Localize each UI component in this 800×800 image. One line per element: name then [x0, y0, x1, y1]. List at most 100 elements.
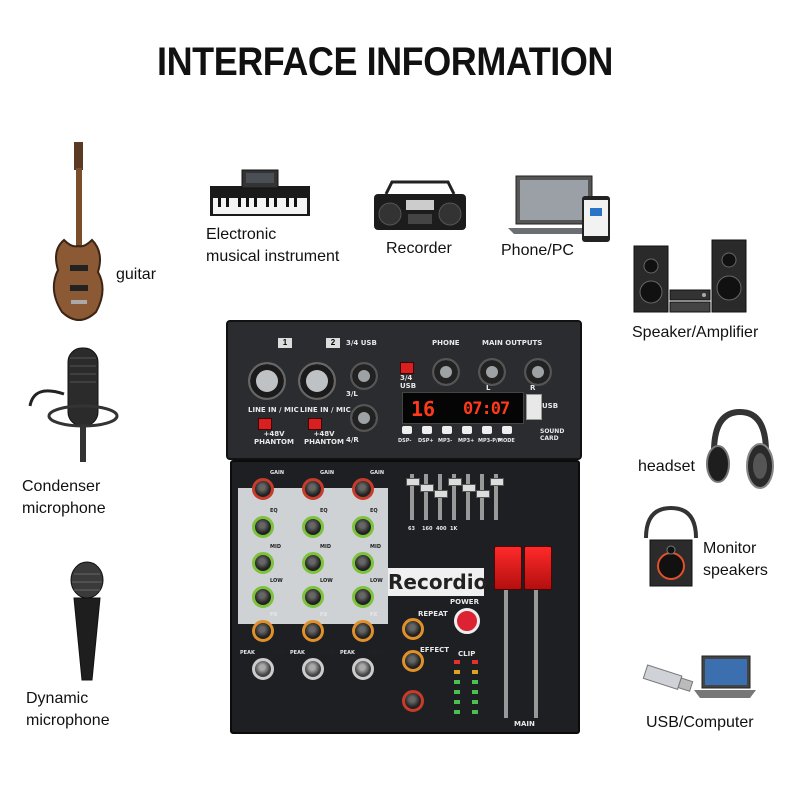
- input-3l-jack[interactable]: [350, 362, 378, 390]
- level-meter-led: [472, 710, 478, 714]
- channel-3-level-label: LEVEL: [370, 650, 388, 656]
- channel-1-level-label: LEVEL: [270, 650, 288, 656]
- channel-2-level-label: LEVEL: [320, 650, 338, 656]
- channel-1-mid-knob[interactable]: [252, 552, 274, 574]
- phone-pc-label: Phone/PC: [501, 242, 574, 259]
- keyboard-icon: [210, 169, 310, 216]
- media-button[interactable]: [502, 426, 512, 434]
- eq-band-slider[interactable]: [476, 490, 490, 498]
- display-time: 07:07: [463, 399, 510, 419]
- channel-2-mid-label: MID: [320, 544, 331, 550]
- usb-34-label: 3/4 USB: [346, 339, 377, 347]
- phone-label: PHONE: [432, 339, 460, 347]
- dynamic-microphone-icon: [70, 561, 104, 681]
- eq-band-slider[interactable]: [420, 484, 434, 492]
- level-meter-led: [454, 710, 460, 714]
- media-button-label: MODE: [498, 438, 515, 444]
- eq-band-slider[interactable]: [406, 478, 420, 486]
- channel-2-low-knob[interactable]: [302, 586, 324, 608]
- eq-band-slider[interactable]: [490, 478, 504, 486]
- eq-band-slider-track: [452, 474, 456, 520]
- usb-label: USB: [542, 402, 559, 410]
- media-button-label: MP3+: [458, 438, 475, 444]
- media-button[interactable]: [442, 426, 452, 434]
- channel-2-eq-label: EQ: [320, 508, 328, 514]
- eq-frequency-label: 1K: [450, 526, 458, 532]
- channel-1-fx-label: FX: [270, 612, 278, 618]
- usb-34-switch[interactable]: [400, 362, 414, 374]
- channel-2-gain-label: GAIN: [320, 470, 335, 476]
- media-button[interactable]: [482, 426, 492, 434]
- channel-2-fx-knob[interactable]: [302, 620, 324, 642]
- channel-2-level-knob[interactable]: [302, 658, 324, 680]
- laptop-phone-icon: [508, 175, 610, 242]
- main-fader-l[interactable]: [494, 546, 522, 590]
- eq-band-slider[interactable]: [434, 490, 448, 498]
- channel-2-combo-input[interactable]: [298, 362, 336, 400]
- level-meter-led: [454, 680, 460, 684]
- clip-label: CLIP: [458, 650, 476, 658]
- headset-icon: [706, 408, 774, 489]
- main-output-l-jack[interactable]: [478, 358, 506, 386]
- effect-label: EFFECT: [420, 646, 450, 654]
- channel-2-mid-knob[interactable]: [302, 552, 324, 574]
- channel-1-level-knob[interactable]: [252, 658, 274, 680]
- usb-port[interactable]: [526, 394, 542, 420]
- media-button[interactable]: [422, 426, 432, 434]
- phantom-1-switch[interactable]: [258, 418, 272, 430]
- repeat-label: REPEAT: [418, 610, 448, 618]
- channel-1-low-label: LOW: [270, 578, 283, 584]
- channel-3-low-label: LOW: [370, 578, 383, 584]
- condenser-microphone-icon: [28, 347, 119, 462]
- channel-3-low-knob[interactable]: [352, 586, 374, 608]
- channel-3-gain-knob[interactable]: [352, 478, 374, 500]
- channel-3-mid-knob[interactable]: [352, 552, 374, 574]
- main-fader-l-track: [504, 558, 508, 718]
- eq-frequency-label: 63: [408, 526, 415, 532]
- effect-knob[interactable]: [402, 650, 424, 672]
- usb-34-switch-label: 3/4 USB: [400, 374, 417, 390]
- channel-2-eq-knob[interactable]: [302, 516, 324, 538]
- channel-2-gain-knob[interactable]: [302, 478, 324, 500]
- level-meter-led: [472, 690, 478, 694]
- media-button-label: MP3-P/P: [478, 438, 502, 444]
- phone-level-knob[interactable]: [402, 690, 424, 712]
- channel-3-peak-label: PEAK: [340, 650, 355, 656]
- recorder-icon: [374, 180, 466, 230]
- channel-3-level-knob[interactable]: [352, 658, 374, 680]
- channel-2-fx-label: FX: [320, 612, 328, 618]
- input-3l-label: 3/L: [346, 390, 358, 398]
- channel-3-eq-knob[interactable]: [352, 516, 374, 538]
- speaker-amplifier-label: Speaker/Amplifier: [632, 324, 759, 341]
- condenser-microphone-label: Condenser microphone: [22, 478, 106, 517]
- channel-1-number: 1: [278, 338, 292, 348]
- channel-1-eq-knob[interactable]: [252, 516, 274, 538]
- repeat-knob[interactable]: [402, 618, 424, 640]
- media-button[interactable]: [462, 426, 472, 434]
- main-fader-r[interactable]: [524, 546, 552, 590]
- channel-1-eq-label: EQ: [270, 508, 278, 514]
- eq-band-slider[interactable]: [448, 478, 462, 486]
- eq-band-slider[interactable]: [462, 484, 476, 492]
- media-button[interactable]: [402, 426, 412, 434]
- dynamic-microphone-label: Dynamic microphone: [26, 690, 110, 729]
- channel-1-combo-input[interactable]: [248, 362, 286, 400]
- channel-1-gain-knob[interactable]: [252, 478, 274, 500]
- media-button-label: DSP+: [418, 438, 434, 444]
- eq-band-slider-track: [466, 474, 470, 520]
- channel-1-fx-knob[interactable]: [252, 620, 274, 642]
- phantom-2-switch[interactable]: [308, 418, 322, 430]
- recorder-label: Recorder: [386, 240, 452, 257]
- eq-band-slider-track: [424, 474, 428, 520]
- power-button[interactable]: [454, 608, 480, 634]
- brand-logo: Recordio: [388, 568, 488, 596]
- input-4r-jack[interactable]: [350, 404, 378, 432]
- main-output-r-jack[interactable]: [524, 358, 552, 386]
- phone-output-jack[interactable]: [432, 358, 460, 386]
- channel-3-fx-knob[interactable]: [352, 620, 374, 642]
- channel-1-low-knob[interactable]: [252, 586, 274, 608]
- speaker-amplifier-icon: [633, 239, 747, 313]
- channel-3-mid-label: MID: [370, 544, 381, 550]
- monitor-speakers-icon: [644, 505, 698, 587]
- page-title: INTERFACE INFORMATION: [157, 40, 613, 84]
